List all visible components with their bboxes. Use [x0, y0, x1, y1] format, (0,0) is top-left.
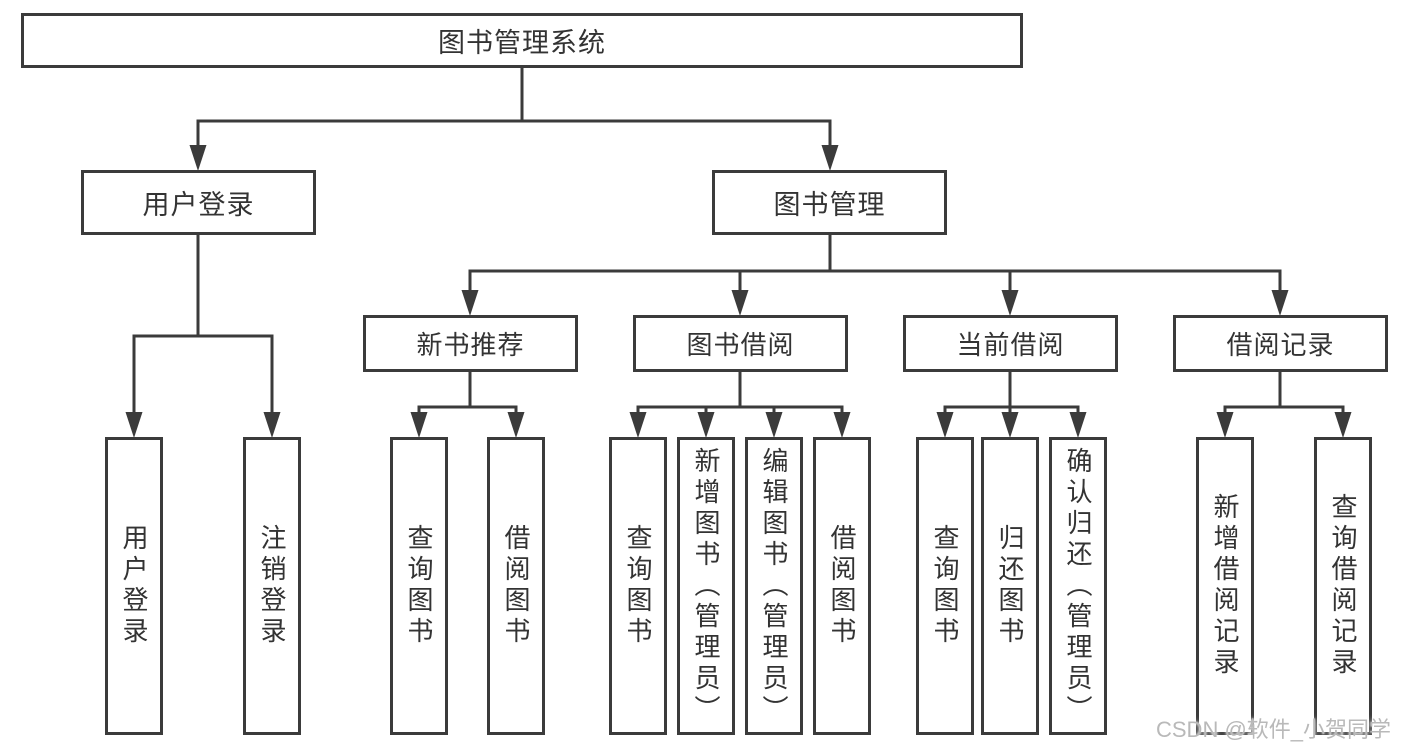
node-label: 借阅图书: [827, 524, 857, 648]
node-borrowing-records: 借阅记录: [1173, 315, 1388, 372]
node-label: 图书借阅: [686, 330, 795, 360]
node-label: 新增图书（管理员）: [691, 446, 721, 726]
node-label: 借阅记录: [1226, 330, 1335, 360]
node-confirm-return-admin: 确认归还（管理员）: [1049, 437, 1107, 735]
node-label: 借阅图书: [501, 524, 531, 648]
node-borrow-books-recommend: 借阅图书: [487, 437, 545, 735]
node-borrow-books-leaf: 借阅图书: [813, 437, 871, 735]
node-root: 图书管理系统: [21, 13, 1023, 68]
node-label: 用户登录: [119, 524, 149, 648]
node-return-books: 归还图书: [981, 437, 1039, 735]
node-query-books-borrowing: 查询图书: [609, 437, 667, 735]
node-label: 编辑图书（管理员）: [759, 446, 789, 726]
node-book-management: 图书管理: [712, 170, 947, 235]
node-label: 用户登录: [142, 190, 255, 220]
watermark: CSDN @软件_小贺同学: [1156, 717, 1392, 742]
node-label: 归还图书: [995, 524, 1025, 648]
node-label: 查询借阅记录: [1328, 493, 1358, 679]
node-query-borrow-record: 查询借阅记录: [1314, 437, 1372, 735]
node-logout-leaf: 注销登录: [243, 437, 301, 735]
node-label: 查询图书: [623, 524, 653, 648]
node-user-login-leaf: 用户登录: [105, 437, 163, 735]
node-book-borrowing: 图书借阅: [633, 315, 848, 372]
node-label: 查询图书: [930, 524, 960, 648]
node-label: 查询图书: [404, 524, 434, 648]
connector-path: [132, 66, 1345, 416]
node-query-books-recommend: 查询图书: [390, 437, 448, 735]
node-label: 新书推荐: [416, 330, 525, 360]
node-current-borrowing: 当前借阅: [903, 315, 1118, 372]
node-label: 注销登录: [257, 524, 287, 648]
node-add-borrow-record: 新增借阅记录: [1196, 437, 1254, 735]
node-label: 确认归还（管理员）: [1063, 446, 1093, 726]
node-edit-books-admin: 编辑图书（管理员）: [745, 437, 803, 735]
node-label: 当前借阅: [956, 330, 1065, 360]
node-label: 新增借阅记录: [1210, 493, 1240, 679]
arrowhead-icons: [125, 145, 1352, 438]
node-query-books-current: 查询图书: [916, 437, 974, 735]
node-label: 图书管理: [773, 190, 886, 220]
node-new-book-recommend: 新书推荐: [363, 315, 578, 372]
node-user-login: 用户登录: [81, 170, 316, 235]
node-label: 图书管理系统: [438, 28, 606, 58]
node-add-books-admin: 新增图书（管理员）: [677, 437, 735, 735]
